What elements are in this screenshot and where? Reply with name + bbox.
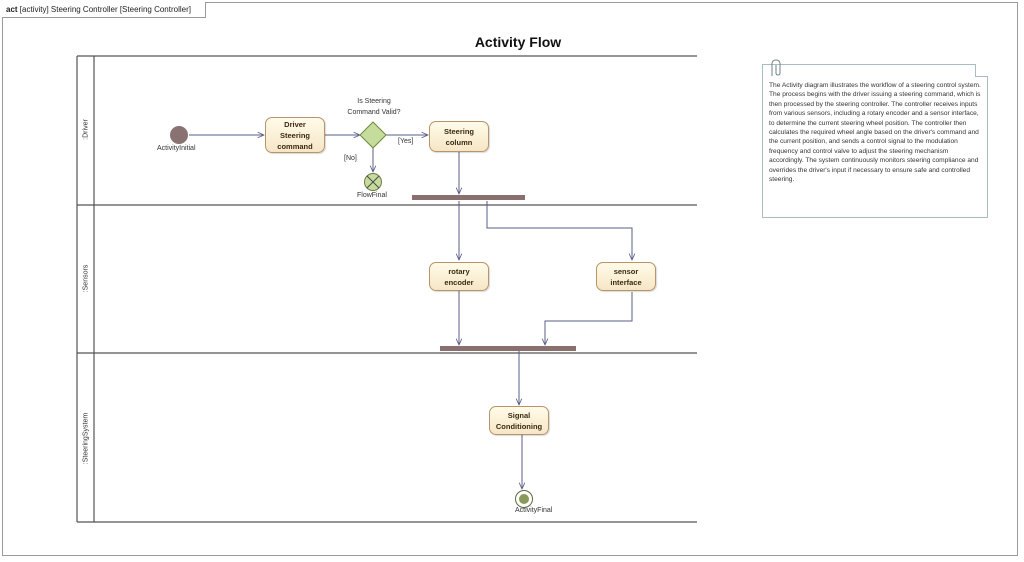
paperclip-icon	[771, 59, 781, 76]
frame-name: [activity] Steering Controller [Steering…	[19, 5, 191, 14]
diagram-frame	[2, 2, 1018, 556]
flow-final-node	[364, 173, 382, 191]
control-flows	[189, 135, 632, 489]
frame-keyword: act	[6, 5, 18, 14]
join-bar	[440, 346, 576, 351]
lane-label-driver: :Driver	[82, 119, 90, 140]
action-rotary-encoder[interactable]: rotary encoder	[429, 262, 489, 291]
swimlanes	[76, 55, 697, 523]
note-text: The Activity diagram illustrates the wor…	[769, 82, 981, 184]
activity-initial-label: ActivityInitial	[157, 145, 196, 152]
action-steering-column[interactable]: Steering column	[429, 121, 489, 152]
edge-sensor-to-join	[545, 292, 633, 345]
action-sensor-interface[interactable]: sensor interface	[596, 262, 656, 291]
action-signal-conditioning[interactable]: Signal Conditioning	[489, 406, 549, 435]
decision-label: Is Steering Command Valid?	[347, 98, 401, 116]
activity-initial-node	[170, 126, 188, 144]
description-note[interactable]: The Activity diagram illustrates the wor…	[762, 64, 988, 218]
yes-guard-label: [Yes]	[398, 138, 414, 145]
flow-final-label: FlowFinal	[357, 192, 387, 199]
action-driver-steering-command[interactable]: Driver Steering command	[265, 117, 325, 153]
activity-final-label: ActivityFinal	[515, 507, 553, 514]
edge-fork-to-sensor	[486, 201, 632, 260]
decision-node	[359, 121, 387, 149]
lane-label-sensors: :Sensors	[82, 264, 90, 293]
frame-tag: act [activity] Steering Controller [Stee…	[2, 2, 206, 18]
no-guard-label: [No]	[344, 155, 357, 162]
diagram-title: Activity Flow	[474, 34, 562, 50]
note-folded-corner	[975, 64, 988, 77]
lane-label-steering-system: :SteeringSystem	[82, 412, 90, 465]
activity-final-node	[515, 490, 533, 508]
fork-bar	[412, 195, 525, 200]
